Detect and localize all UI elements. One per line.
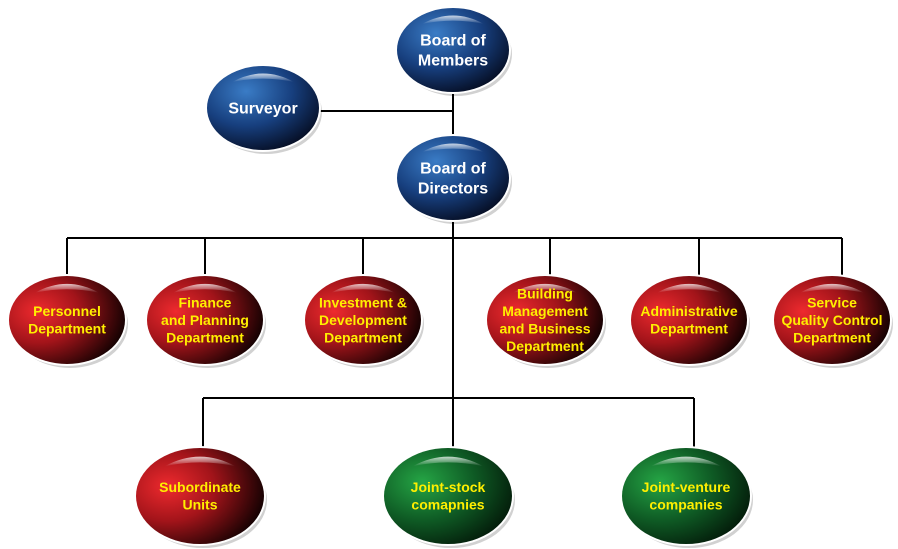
node-label-line: companies <box>649 497 722 513</box>
node-ellipse <box>147 276 263 364</box>
node-surveyor[interactable]: Surveyor <box>205 64 322 154</box>
node-gloss <box>513 283 577 293</box>
node-label-line: and Planning <box>161 312 249 328</box>
node-label-line: Joint-venture <box>642 479 731 495</box>
node-label-line: Subordinate <box>159 479 241 495</box>
node-label-line: Board of <box>420 161 486 178</box>
node-label-line: Units <box>183 497 218 513</box>
node-ellipse <box>384 448 512 544</box>
node-gloss <box>35 283 99 293</box>
node-label-line: Department <box>793 329 871 345</box>
node-gloss <box>331 283 395 293</box>
node-gloss <box>422 15 484 24</box>
node-label-line: Personnel <box>33 303 101 319</box>
node-gloss <box>412 456 484 467</box>
node-ellipse <box>487 276 603 364</box>
node-label-line: Department <box>166 329 244 345</box>
node-label-line: Management <box>502 303 588 319</box>
node-label-line: and Business <box>499 321 590 337</box>
node-gloss <box>422 143 484 152</box>
node-gloss <box>232 73 294 82</box>
node-gloss <box>657 283 721 293</box>
node-label-line: Members <box>418 53 488 70</box>
node-label-line: Development <box>319 312 407 328</box>
node-label-line: Directors <box>418 181 488 198</box>
node-board-of-members[interactable]: Board of Members <box>395 6 512 96</box>
node-label-line: Department <box>28 321 106 337</box>
node-label-line: Surveyor <box>228 101 297 118</box>
node-gloss <box>800 283 864 293</box>
node-label-line: Department <box>324 329 402 345</box>
node-gloss <box>164 456 236 467</box>
node-label-line: Department <box>506 338 584 354</box>
connectors <box>66 90 843 450</box>
node-ellipse <box>305 276 421 364</box>
node-gloss <box>173 283 237 293</box>
node-board-of-directors[interactable]: Board of Directors <box>395 134 512 224</box>
node-label-line: Service <box>807 294 857 310</box>
node-ellipse <box>631 276 747 364</box>
node-ellipse <box>136 448 264 544</box>
node-joint-venture-companies[interactable]: Joint-venture companies <box>620 446 753 548</box>
node-label-line: Finance <box>179 294 232 310</box>
node-label-line: Building <box>517 286 573 302</box>
node-ellipse <box>397 8 509 92</box>
node-label-line: comapnies <box>411 497 484 513</box>
node-label-line: Board of <box>420 33 486 50</box>
node-ellipse <box>774 276 890 364</box>
node-label-line: Quality Control <box>781 312 882 328</box>
node-ellipse <box>9 276 125 364</box>
node-ellipse <box>622 448 750 544</box>
node-label-line: Department <box>650 321 728 337</box>
node-label-line: Investment & <box>319 294 407 310</box>
node-label-line: Joint-stock <box>411 479 486 495</box>
node-ellipse <box>207 66 319 150</box>
node-ellipse <box>397 136 509 220</box>
node-joint-stock-companies[interactable]: Joint-stock comapnies <box>382 446 515 548</box>
node-label-line: Administrative <box>640 303 737 319</box>
node-gloss <box>650 456 722 467</box>
